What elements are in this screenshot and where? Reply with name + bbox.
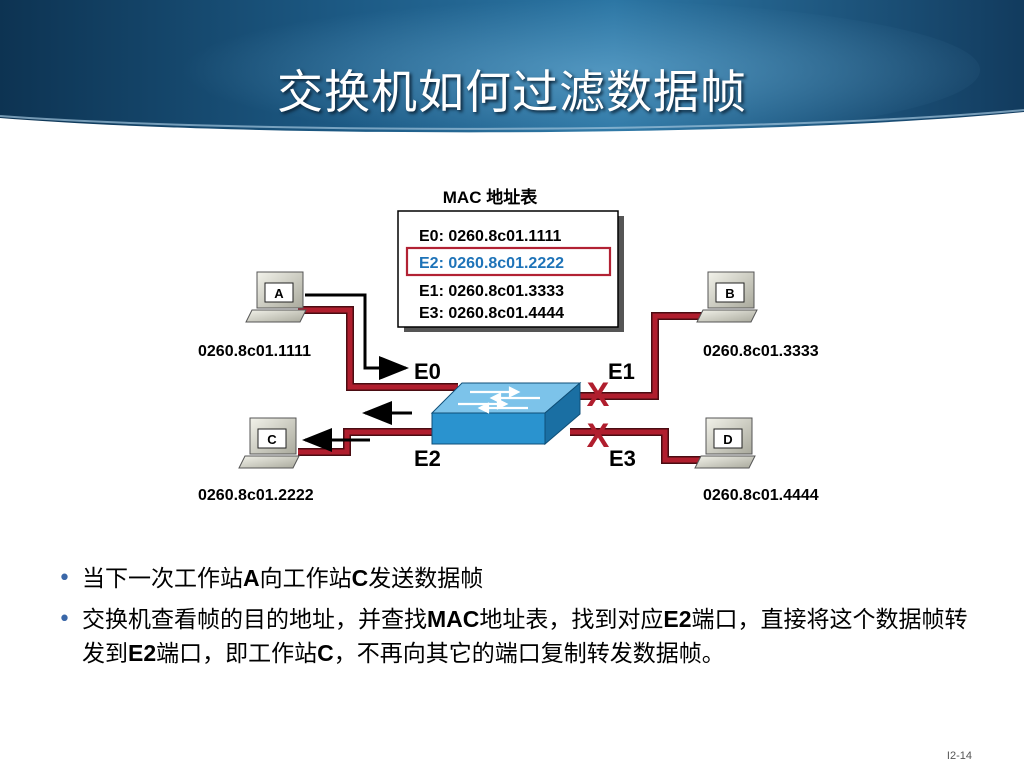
bullet-keyword: A [243, 565, 260, 591]
bullet-keyword: MAC [427, 606, 480, 632]
mac-table-row: E3: 0260.8c01.4444 [419, 305, 564, 322]
slide-number: I2-14 [946, 750, 972, 762]
station-mac-b: 0260.8c01.3333 [703, 343, 819, 360]
switch-icon [430, 381, 582, 446]
port-label-e0: E0 [414, 359, 441, 384]
bullet-run: 向工作站 [259, 566, 352, 592]
station-mac-c: 0260.8c01.2222 [198, 487, 314, 504]
bullet-keyword: C [317, 640, 334, 666]
network-diagram: MAC 地址表 E0: 0260.8c01.1111 E2: 0260.8c01… [198, 187, 819, 504]
link-e1-b [570, 312, 708, 400]
bullet-run: 交换机查看帧的目的地址，并查找 [82, 607, 427, 633]
bullet-list: • 当下一次工作站A向工作站C发送数据帧 • 交换机查看帧的目的地址，并查找MA… [58, 562, 988, 678]
bullet-keyword: E2 [663, 606, 692, 632]
port-label-e3: E3 [609, 446, 636, 471]
port-label-e1: E1 [608, 359, 635, 384]
station-label: A [274, 286, 284, 301]
bullet-run: 当下一次工作站 [82, 566, 243, 592]
bullet-keyword: E2 [128, 640, 157, 666]
bullet-text: 交换机查看帧的目的地址，并查找MAC地址表，找到对应E2端口，直接将这个数据帧转… [82, 606, 968, 667]
station-label: B [725, 286, 734, 301]
bullet-run: 发送数据帧 [368, 566, 484, 592]
link-a-e0 [298, 306, 458, 391]
frame-flow-arrow-in [305, 293, 409, 380]
slide-title: 交换机如何过滤数据帧 [277, 65, 747, 119]
link-c-e2 [298, 428, 440, 456]
workstation-c: C [238, 417, 300, 469]
bullet-keyword: C [351, 565, 369, 591]
bullet-run: ，不再向其它的端口复制转发数据帧。 [333, 641, 725, 667]
mac-table-title: MAC 地址表 [443, 187, 538, 207]
bullet-dot-icon: • [58, 566, 71, 591]
station-label: C [267, 432, 277, 447]
header-banner: 交换机如何过滤数据帧 [0, 0, 1024, 135]
bullet-item: • 当下一次工作站A向工作站C发送数据帧 [58, 562, 988, 596]
mac-table-row: E1: 0260.8c01.3333 [419, 283, 564, 300]
link-e3-d [570, 428, 708, 464]
bullet-dot-icon: • [58, 607, 71, 632]
bullet-run: 端口，即工作站 [156, 641, 318, 667]
mac-table-row-highlighted: E2: 0260.8c01.2222 [419, 255, 564, 272]
station-label: D [723, 432, 732, 447]
bullet-text: 当下一次工作站A向工作站C发送数据帧 [82, 565, 484, 592]
workstation-b: B [696, 271, 758, 323]
mac-table-box [397, 210, 619, 328]
blocked-x-icon: X [587, 376, 610, 414]
workstation-d: D [694, 417, 756, 469]
workstation-a: A [245, 271, 307, 323]
mac-table-highlight [405, 246, 612, 277]
station-mac-d: 0260.8c01.4444 [703, 487, 819, 504]
bullet-run: 地址表，找到对应 [479, 607, 664, 633]
header-background [0, 0, 1024, 135]
port-label-e2: E2 [414, 446, 441, 471]
mac-table-row: E0: 0260.8c01.1111 [419, 228, 561, 245]
bullet-item: • 交换机查看帧的目的地址，并查找MAC地址表，找到对应E2端口，直接将这个数据… [58, 603, 988, 671]
bullet-run: 端口，直接将这个数据帧转发到 [82, 607, 968, 667]
station-mac-a: 0260.8c01.1111 [198, 343, 311, 360]
blocked-x-icon: X [587, 417, 610, 455]
